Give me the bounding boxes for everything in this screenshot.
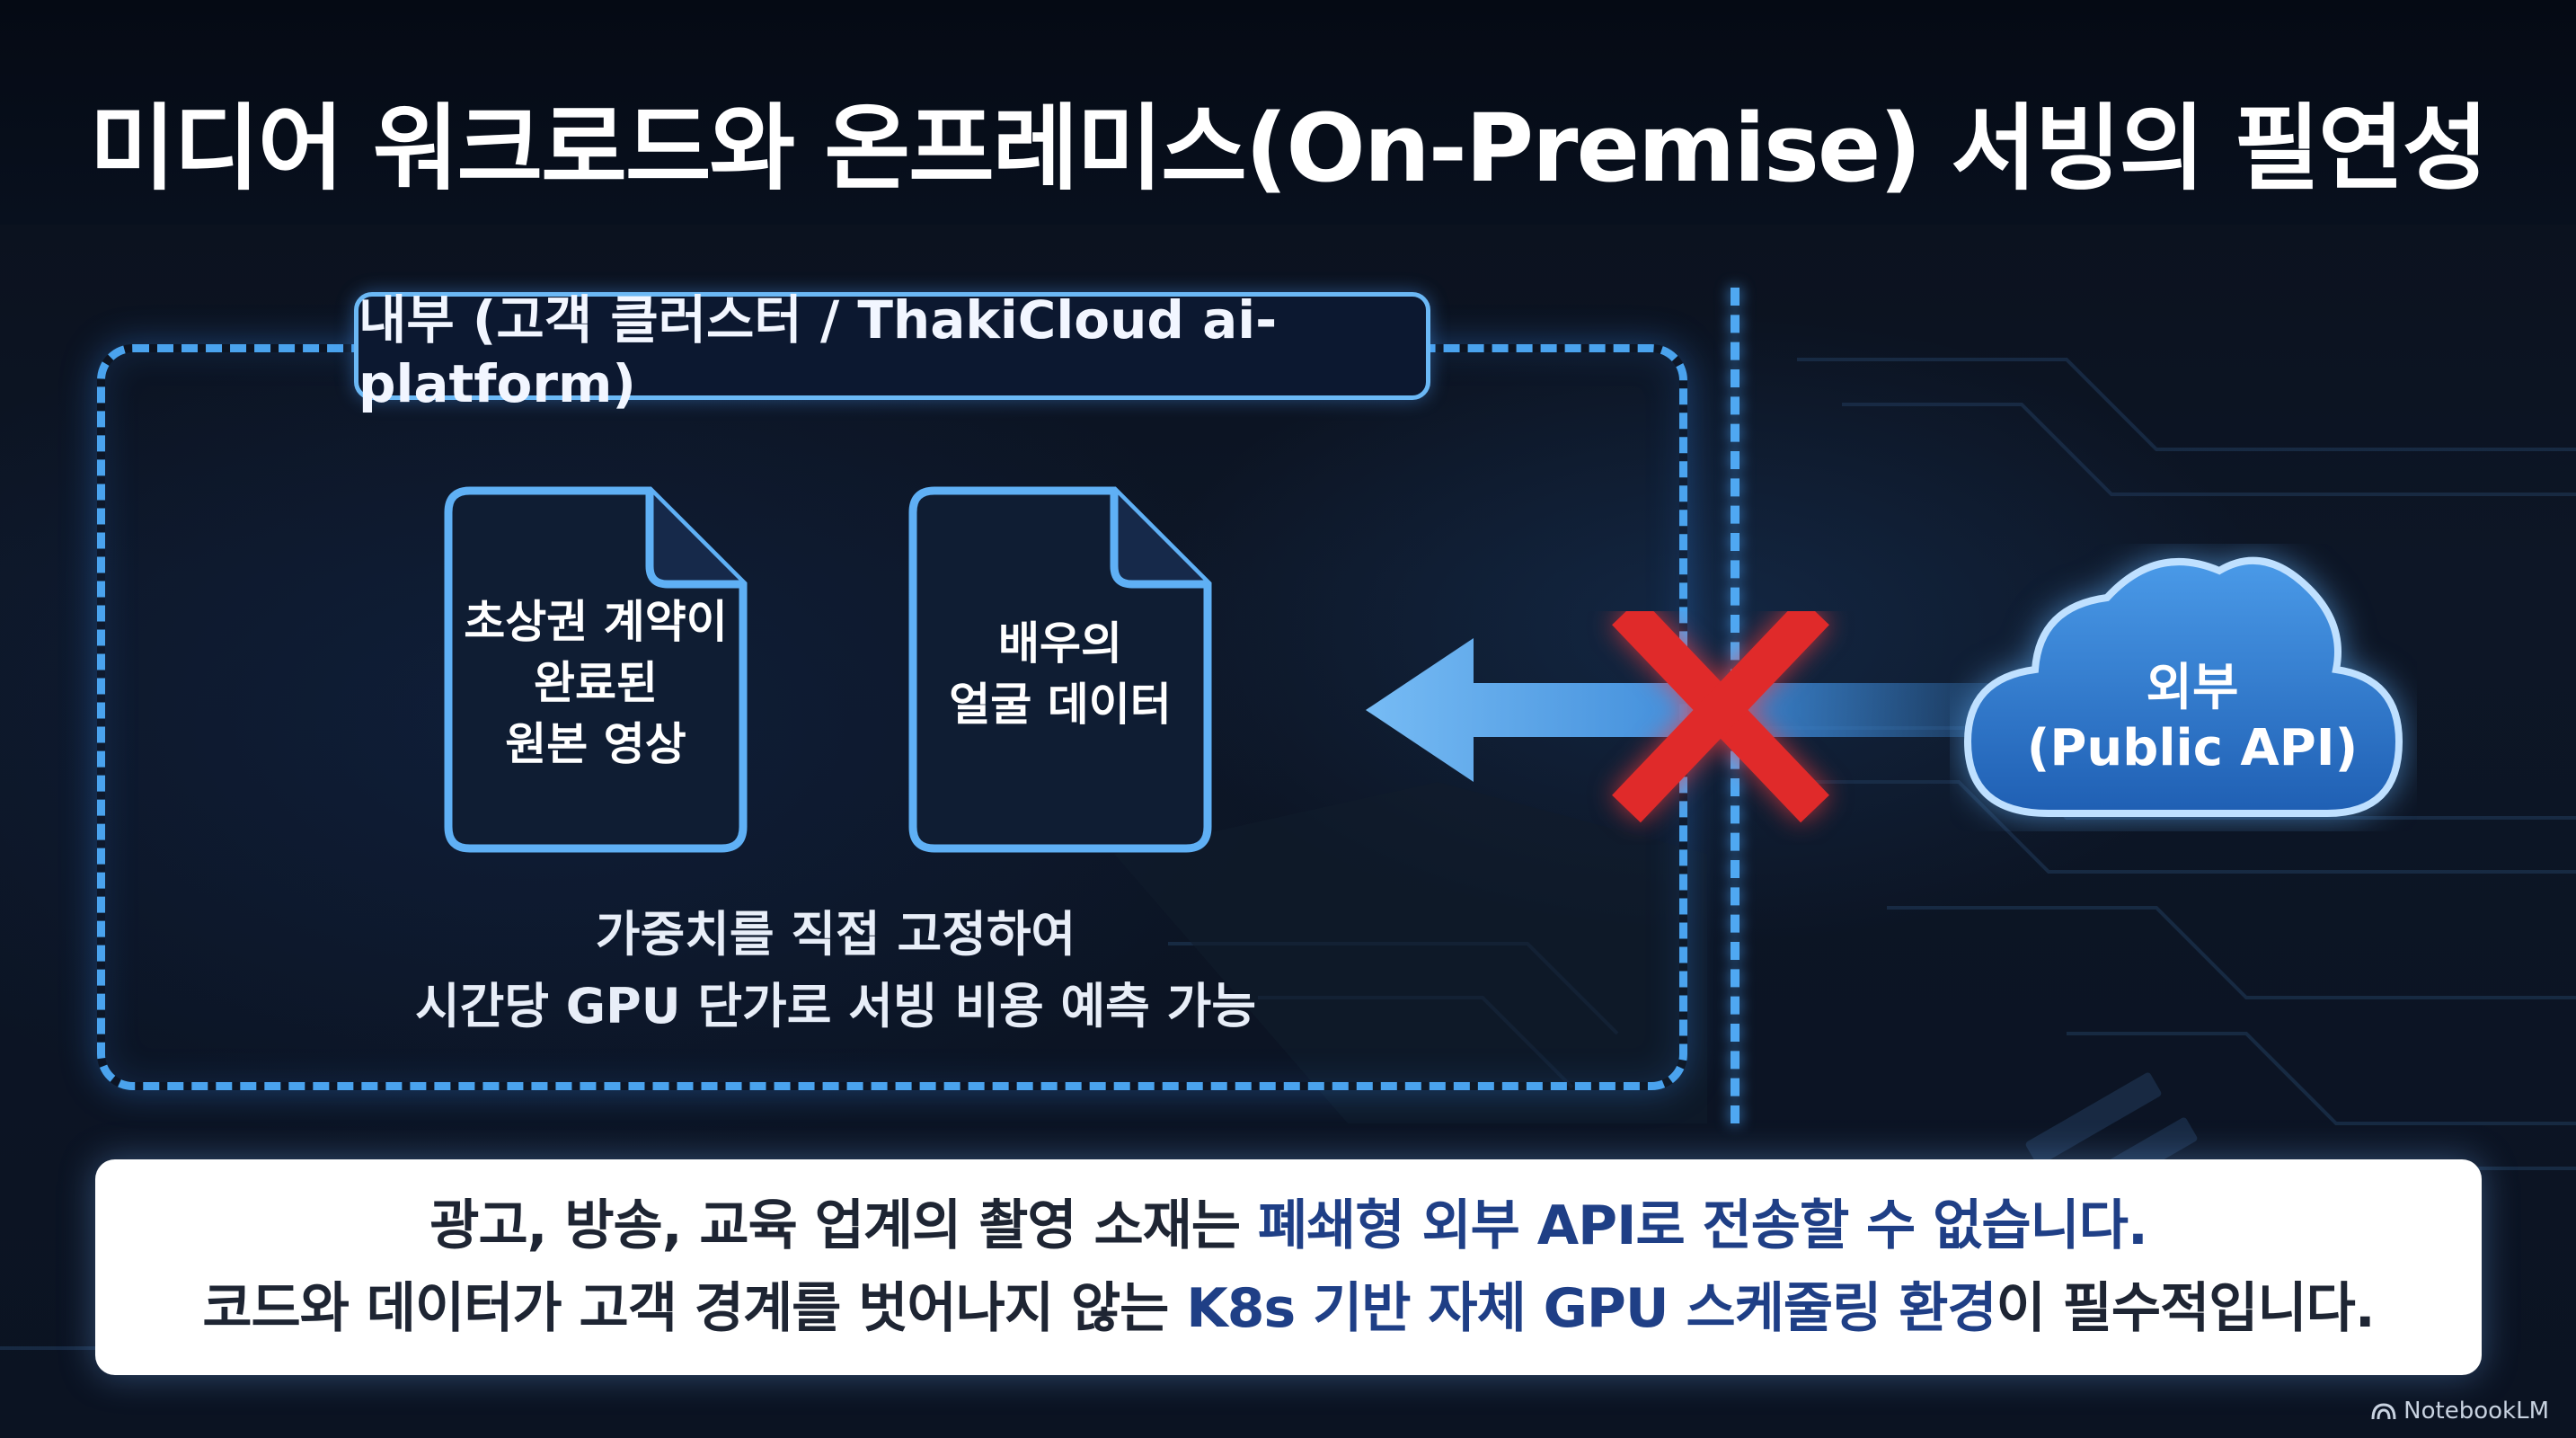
summary-text: 코드와 데이터가 고객 경계를 벗어나지 않는 [202,1277,1187,1340]
document-line: 완료된 [534,657,658,709]
document-line: 초상권 계약이 [464,596,728,648]
summary-box: 광고, 방송, 교육 업계의 촬영 소재는 폐쇄형 외부 API로 전송할 수 … [95,1159,2482,1375]
document-line: 얼굴 데이터 [949,679,1172,731]
internal-caption-line1: 가중치를 직접 고정하여 [595,906,1076,963]
document-icon [444,486,748,853]
external-sublabel: (Public API) [2026,719,2359,777]
internal-label: 내부 (고객 클러스터 / ThakiCloud ai-platform) [354,289,1430,414]
summary-highlight: K8s 기반 자체 GPU 스케줄링 환경 [1186,1277,1996,1340]
external-label: 외부 [2146,659,2239,717]
page-title: 미디어 워크로드와 온프레미스(On-Premise) 서빙의 필연성 [89,93,2489,203]
document-line: 원본 영상 [505,718,686,770]
document-line: 배우의 [998,617,1122,670]
internal-caption-line2: 시간당 GPU 단가로 서빙 비용 예측 가능 [414,978,1257,1034]
document-original-video: 초상권 계약이 완료된 원본 영상 [443,485,748,854]
blocked-arrow [1366,611,2013,823]
brand-watermark: NotebookLM [2371,1398,2549,1425]
summary-line1: 광고, 방송, 교육 업계의 촬영 소재는 폐쇄형 외부 API로 전송할 수 … [429,1185,2147,1267]
title-band [0,0,2576,225]
summary-highlight: 폐쇄형 외부 API로 전송할 수 없습니다. [1257,1194,2148,1257]
summary-text: 광고, 방송, 교육 업계의 촬영 소재는 [429,1194,1258,1257]
document-face-data: 배우의 얼굴 데이터 [907,485,1213,854]
document-icon [908,486,1212,853]
cloud-icon [1963,556,2403,817]
blocked-x-icon [1612,611,1829,823]
notebooklm-logo-icon [2371,1403,2396,1420]
summary-line2: 코드와 데이터가 고객 경계를 벗어나지 않는 K8s 기반 자체 GPU 스케… [202,1267,2376,1350]
brand-name: NotebookLM [2403,1398,2549,1425]
summary-text: 이 필수적입니다. [1996,1277,2376,1340]
left-arrow-icon [1366,638,2013,782]
